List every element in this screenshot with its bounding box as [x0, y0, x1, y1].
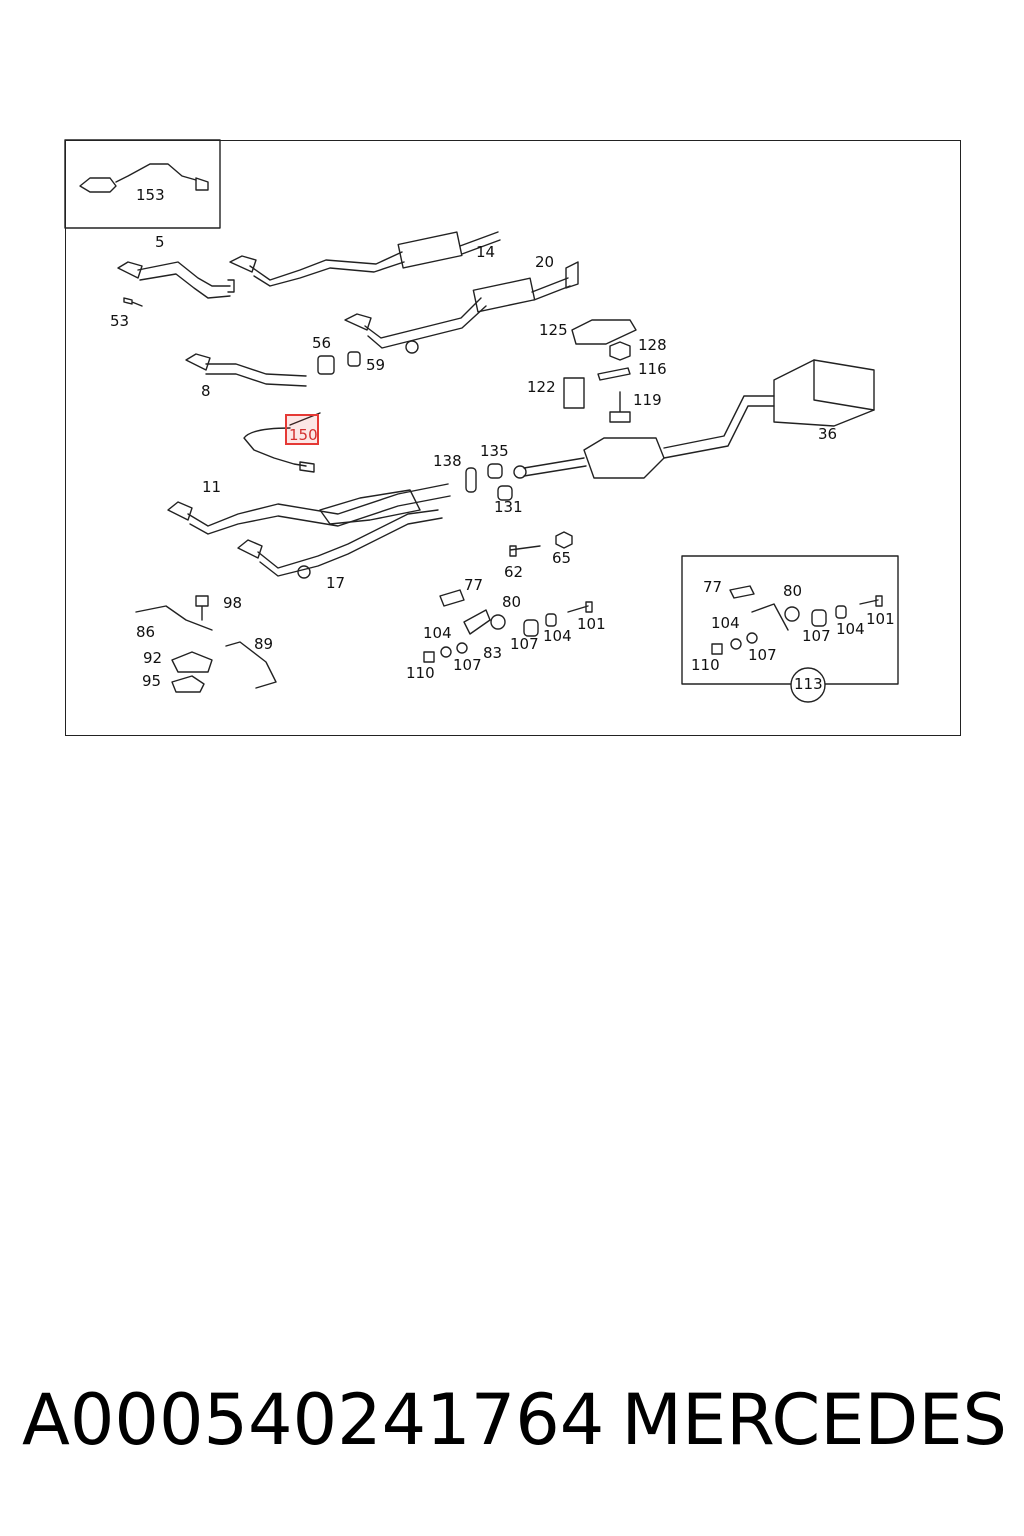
label-107-d: 107: [748, 646, 777, 664]
label-8: 8: [201, 382, 211, 400]
washer-107-drawing: [440, 646, 452, 658]
label-80: 80: [502, 593, 522, 611]
bolt-101-b-drawing: [859, 595, 883, 607]
label-56: 56: [312, 334, 332, 352]
rubber-104-c-drawing: [811, 609, 827, 627]
label-153: 153: [136, 186, 165, 204]
label-113: 113: [794, 675, 823, 693]
label-122: 122: [527, 378, 556, 396]
label-110: 110: [406, 664, 435, 682]
label-17: 17: [326, 574, 346, 592]
label-128: 128: [638, 336, 667, 354]
nut-80-b-drawing: [784, 606, 800, 622]
label-77: 77: [464, 576, 484, 594]
mounting-kit-inset-box: [681, 555, 899, 685]
ring-135-drawing: [487, 463, 503, 479]
clamp-95-drawing: [171, 675, 205, 693]
brand-name: MERCEDES: [621, 1379, 1007, 1461]
label-95: 95: [142, 672, 162, 690]
label-80-b: 80: [783, 582, 803, 600]
pipe-17-drawing: [237, 509, 443, 579]
bracket-89-drawing: [225, 641, 277, 689]
rubber-mount-122-drawing: [563, 377, 585, 409]
pipe-8-drawing: [185, 353, 307, 387]
label-14: 14: [476, 243, 496, 261]
front-pipe-5-drawing: [117, 261, 235, 299]
label-59: 59: [366, 356, 386, 374]
rubber-104-drawing: [523, 619, 539, 637]
label-53: 53: [110, 312, 130, 330]
label-110-b: 110: [691, 656, 720, 674]
ring-131-drawing: [497, 485, 513, 501]
label-62: 62: [504, 563, 524, 581]
bracket-80-b-drawing: [751, 603, 789, 631]
exhaust-system-diagram: [64, 139, 899, 703]
clamp-92-drawing: [171, 651, 213, 673]
pipe-11-drawing: [167, 483, 451, 535]
washer-107-c-drawing: [730, 638, 742, 650]
clamp-116-drawing: [597, 367, 631, 381]
nut-128-drawing: [609, 341, 631, 361]
kit-113-callout-circle: [790, 667, 826, 703]
oxygen-sensor-153-drawing: [79, 163, 209, 193]
label-119: 119: [633, 391, 662, 409]
nut-80-drawing: [490, 614, 506, 630]
label-107-c: 107: [802, 627, 831, 645]
pipe-20-drawing: [344, 261, 579, 354]
washer-107-d-drawing: [746, 632, 758, 644]
bracket-86-drawing: [135, 605, 213, 631]
oxygen-sensor-inset-box: [64, 139, 221, 229]
bracket-77-b-drawing: [729, 585, 755, 599]
caption: A000540241764 MERCEDES: [22, 1379, 1007, 1461]
label-104-c: 104: [711, 614, 740, 632]
bolt-101-drawing: [567, 601, 593, 613]
label-138: 138: [433, 452, 462, 470]
label-77-b: 77: [703, 578, 723, 596]
label-104: 104: [423, 624, 452, 642]
nut-65-drawing: [555, 531, 573, 549]
bolt-110-drawing: [423, 651, 435, 663]
diagram-frame: [65, 140, 961, 736]
bracket-83-drawing: [463, 609, 491, 635]
label-135: 135: [480, 442, 509, 460]
bolt-53-drawing: [123, 297, 143, 307]
rubber-104-b-drawing: [545, 613, 557, 627]
highlight-box-150: [285, 414, 319, 445]
bracket-125-drawing: [571, 319, 637, 345]
rear-muffler-36-drawing: [663, 359, 875, 459]
part-number: A000540241764: [22, 1379, 605, 1461]
label-131: 131: [494, 498, 523, 516]
label-83: 83: [483, 644, 503, 662]
ring-56-drawing: [317, 355, 335, 375]
label-101: 101: [577, 615, 606, 633]
label-36: 36: [818, 425, 838, 443]
label-104-b: 104: [543, 627, 572, 645]
ring-59-drawing: [347, 351, 361, 367]
bolt-62-drawing: [509, 545, 541, 557]
center-muffler-drawing: [513, 437, 665, 479]
label-5: 5: [155, 233, 165, 251]
label-20: 20: [535, 253, 555, 271]
label-89: 89: [254, 635, 274, 653]
label-92: 92: [143, 649, 163, 667]
pipe-14-drawing: [229, 231, 501, 287]
label-150: 150: [289, 426, 318, 444]
bolt-98-drawing: [195, 595, 209, 621]
label-11: 11: [202, 478, 222, 496]
bolt-119-drawing: [609, 391, 631, 423]
label-98: 98: [223, 594, 243, 612]
label-107-b: 107: [453, 656, 482, 674]
label-65: 65: [552, 549, 572, 567]
label-125: 125: [539, 321, 568, 339]
bracket-77-drawing: [439, 589, 465, 607]
label-86: 86: [136, 623, 156, 641]
label-104-d: 104: [836, 620, 865, 638]
rubber-104-d-drawing: [835, 605, 847, 619]
label-101-b: 101: [866, 610, 895, 628]
bolt-110-b-drawing: [711, 643, 723, 655]
label-116: 116: [638, 360, 667, 378]
washer-107-b-drawing: [456, 642, 468, 654]
label-107: 107: [510, 635, 539, 653]
gasket-138-drawing: [465, 467, 477, 493]
